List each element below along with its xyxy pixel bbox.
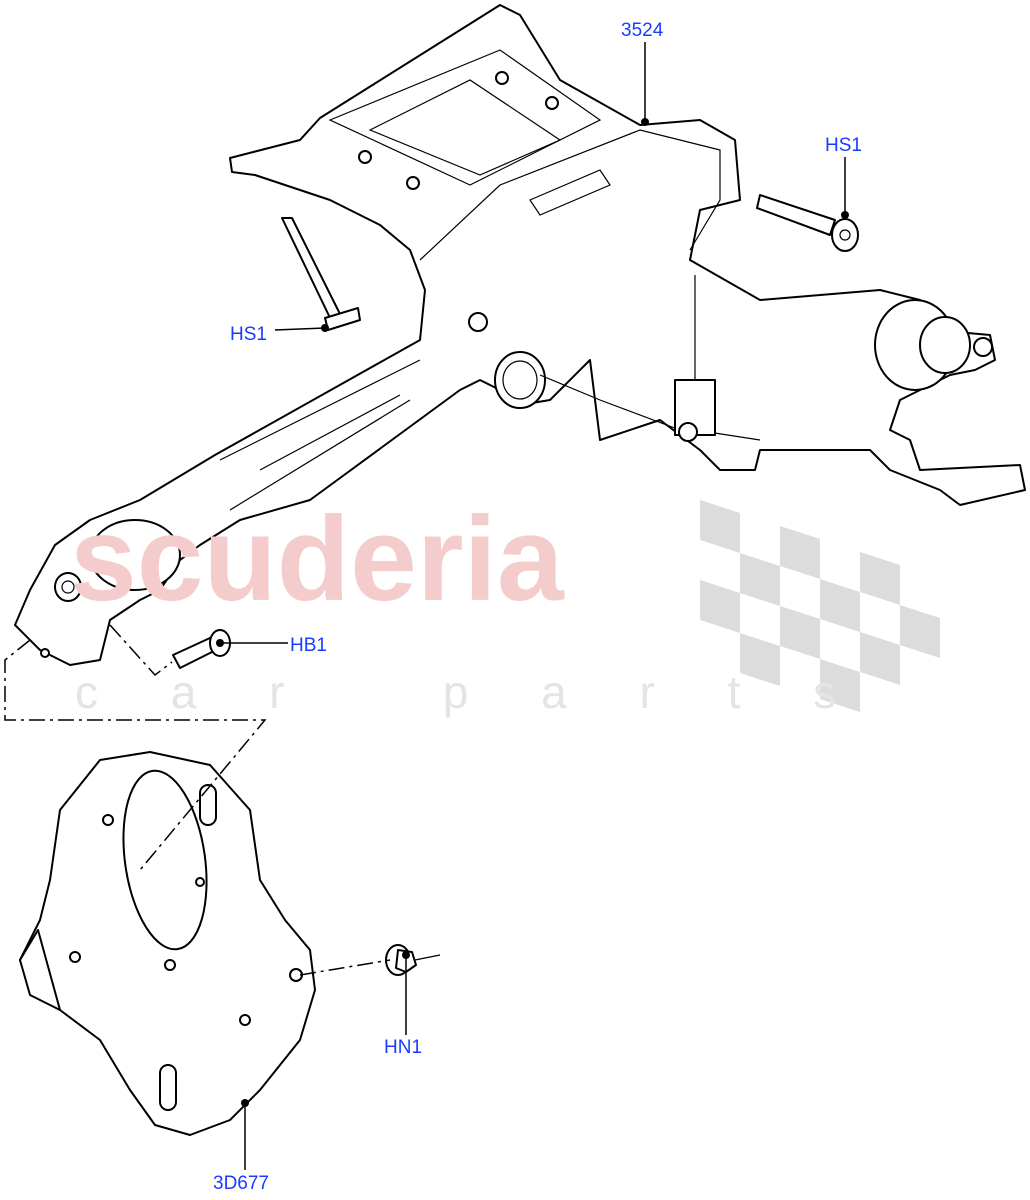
bolt-hs1-left bbox=[281, 217, 361, 331]
nut-hn1 bbox=[385, 944, 441, 976]
watermark-text-main: scuderia bbox=[70, 492, 565, 626]
callout-hs1-right[interactable]: HS1 bbox=[825, 135, 862, 156]
watermark-logo: scuderia c a r p a r t s bbox=[70, 492, 940, 718]
callout-3524[interactable]: 3524 bbox=[621, 20, 664, 41]
bolt-hb1 bbox=[172, 629, 231, 669]
mounting-plate-3d677 bbox=[19, 751, 316, 1136]
callout-hs1-left[interactable]: HS1 bbox=[230, 324, 267, 345]
bolt-hs1-right bbox=[756, 194, 859, 252]
callout-hb1[interactable]: HB1 bbox=[290, 635, 327, 656]
centerline-hb1 bbox=[109, 624, 173, 677]
leader-lines bbox=[216, 42, 849, 1170]
steering-column-3524 bbox=[14, 4, 1026, 666]
watermark-text-sub: c a r p a r t s bbox=[75, 666, 866, 718]
centerline-hn1 bbox=[299, 959, 391, 976]
centerline-column-plate bbox=[4, 639, 267, 871]
callout-hn1[interactable]: HN1 bbox=[384, 1037, 423, 1058]
checkered-flag-icon bbox=[700, 500, 940, 712]
callout-3d677[interactable]: 3D677 bbox=[213, 1173, 269, 1194]
